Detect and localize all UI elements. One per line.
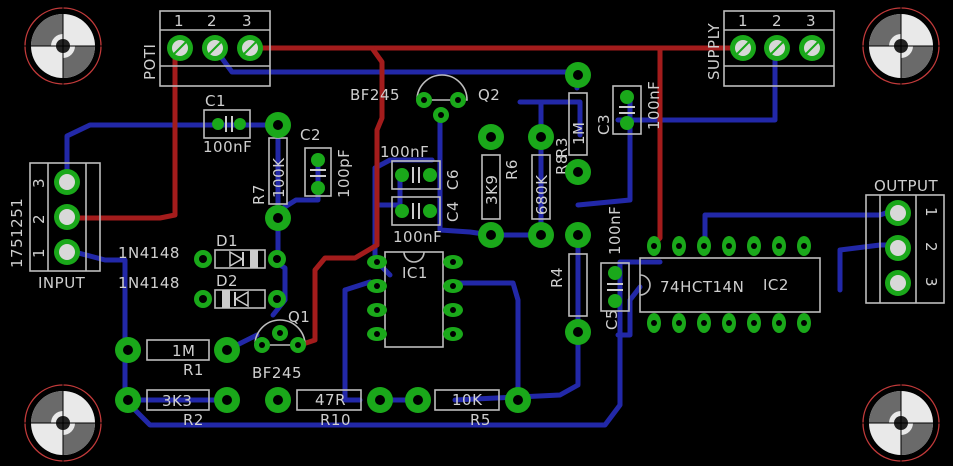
r5-value: 10K — [452, 391, 483, 409]
capacitor-c2: C2 100pF — [300, 126, 353, 198]
mounting-hole-top-right — [861, 6, 941, 86]
r8-value: 680K — [533, 174, 551, 215]
capacitor-c5: C5 100nF — [600, 206, 630, 330]
r4-ref: R4 — [548, 267, 566, 288]
q1-value: BF245 — [252, 364, 302, 382]
poti-pin-1-label: 1 — [174, 12, 184, 30]
c6-value: 100nF — [380, 143, 429, 161]
r6-value: 3K9 — [483, 175, 501, 205]
poti-pin-3-label: 3 — [242, 12, 252, 30]
input-pin-3-label: 3 — [30, 178, 48, 188]
c6-ref: C6 — [444, 169, 462, 190]
r1-value: 1M — [172, 342, 196, 360]
r7-ref: R7 — [250, 184, 268, 205]
output-pin-3-label: 3 — [922, 277, 940, 287]
supply-label: SUPPLY — [705, 23, 723, 80]
resistor-r7: 100K R7 — [250, 112, 291, 231]
q1-ref: Q1 — [288, 308, 310, 326]
output-pin-1-label: 1 — [922, 207, 940, 217]
diode-d1: D1 1N4148 — [118, 232, 286, 269]
ic1-ref: IC1 — [402, 264, 428, 282]
q2-value: BF245 — [350, 86, 400, 104]
ic2-value: 74HCT14N — [660, 278, 744, 296]
ic2-package: 74HCT14N IC2 — [639, 236, 821, 333]
output-connector: OUTPUT 1 2 3 — [865, 177, 945, 304]
r3-ref: R3 — [553, 137, 571, 158]
c3-value: 100nF — [645, 81, 663, 130]
input-pin-1-label: 1 — [30, 248, 48, 258]
capacitor-c6: 100nF C6 — [380, 143, 462, 190]
r6-ref: R6 — [503, 159, 521, 180]
r2-ref: R2 — [183, 411, 204, 429]
c2-value: 100pF — [335, 149, 353, 198]
c5-ref: C5 — [603, 309, 621, 330]
resistor-r6: 3K9 R6 — [478, 124, 521, 248]
d1-value: 1N4148 — [118, 244, 180, 262]
capacitor-c1: C1 100nF — [203, 92, 252, 156]
mounting-hole-bottom-right — [861, 383, 941, 463]
c4-ref: C4 — [444, 201, 462, 222]
resistor-r8: 680K R8 — [528, 124, 571, 248]
d2-value: 1N4148 — [118, 274, 180, 292]
r10-value: 47R — [315, 391, 346, 409]
r5-ref: R5 — [470, 411, 491, 429]
input-label: INPUT — [38, 274, 86, 292]
capacitor-c3: C3 100nF — [595, 81, 663, 135]
supply-pin-1-label: 1 — [738, 12, 748, 30]
r10-ref: R10 — [320, 411, 351, 429]
q2-ref: Q2 — [478, 86, 500, 104]
c3-ref: C3 — [595, 114, 613, 135]
resistor-r4: R4 — [548, 222, 591, 345]
resistor-r2: 3K3 R2 — [115, 387, 240, 429]
resistor-r10: 47R R10 — [265, 387, 393, 429]
supply-pin-2-label: 2 — [772, 12, 782, 30]
r2-value: 3K3 — [162, 392, 192, 410]
capacitor-c4: 100nF C4 — [391, 196, 462, 246]
poti-connector: 1 2 3 POTI — [141, 10, 271, 87]
poti-pin-2-label: 2 — [207, 12, 217, 30]
mounting-hole-top-left — [23, 6, 103, 86]
transistor-q2: BF245 Q2 — [350, 74, 500, 123]
c1-value: 100nF — [203, 138, 252, 156]
r7-value: 100K — [270, 157, 288, 198]
r1-ref: R1 — [183, 361, 204, 379]
resistor-r3: 1M R3 — [553, 62, 591, 185]
transistor-q1: Q1 BF245 — [252, 308, 310, 382]
d1-ref: D1 — [216, 232, 238, 250]
supply-connector: 1 2 3 SUPPLY — [705, 10, 835, 87]
d2-ref: D2 — [216, 272, 238, 290]
c5-value: 100nF — [606, 206, 624, 255]
input-connector: 3 2 1 1751251 INPUT — [8, 162, 101, 292]
resistor-r5: 10K R5 — [405, 387, 531, 429]
supply-pin-3-label: 3 — [806, 12, 816, 30]
c1-ref: C1 — [205, 92, 226, 110]
diode-d2: D2 1N4148 — [118, 272, 286, 309]
r3-value: 1M — [570, 122, 588, 146]
input-part-label: 1751251 — [8, 198, 26, 268]
poti-label: POTI — [141, 44, 159, 80]
resistor-r1: 1M R1 — [115, 337, 240, 379]
ic1-package: IC1 — [367, 251, 463, 348]
output-label: OUTPUT — [874, 177, 938, 195]
input-pin-2-label: 2 — [30, 214, 48, 224]
ic2-ref: IC2 — [763, 276, 789, 294]
c2-ref: C2 — [300, 126, 321, 144]
mounting-hole-bottom-left — [23, 383, 103, 463]
c4-value: 100nF — [393, 228, 442, 246]
output-pin-2-label: 2 — [922, 242, 940, 252]
